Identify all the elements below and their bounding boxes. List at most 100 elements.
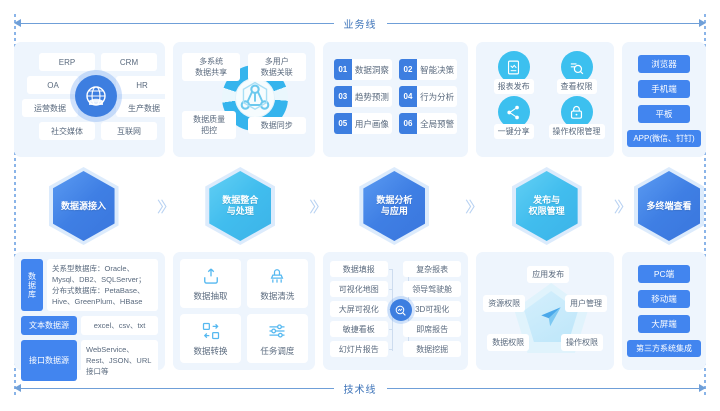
card-data-integration: 多系统 数据共享 多用户 数据关联 数据质量 把控 数据同步 xyxy=(173,42,315,157)
etl-item-label: 数据转换 xyxy=(193,345,228,356)
broom-clean-icon xyxy=(267,266,287,286)
flow-chevron-icon: 〉〉 xyxy=(464,198,484,216)
flow-step-data-integration[interactable]: 数据整合 与处理 xyxy=(205,167,276,245)
publish-item-operation-permission[interactable]: 操作权限管理 xyxy=(546,96,607,139)
flow-step-label: 数据分析 与应用 xyxy=(376,195,412,217)
flow-step-3-slot: 数据分析 与应用 xyxy=(327,167,461,245)
source-chip-hr[interactable]: HR xyxy=(116,76,168,94)
source-chip-oa[interactable]: OA xyxy=(27,76,79,94)
etl-item-extract[interactable]: 数据抽取 xyxy=(180,259,241,308)
etl-item-schedule[interactable]: 任务调度 xyxy=(246,314,308,363)
analysis-item-04[interactable]: 04 行为分析 xyxy=(398,86,458,107)
integration-key-multi-system[interactable]: 多系统 数据共享 xyxy=(182,53,241,81)
flow-step-label: 发布与 权限管理 xyxy=(529,195,565,217)
flow-step-data-analysis[interactable]: 数据分析 与应用 xyxy=(359,167,430,245)
viz-right-complex-report[interactable]: 复杂报表 xyxy=(403,261,462,277)
publish-item-view-permission[interactable]: 查看权限 xyxy=(546,51,607,94)
permission-node-operation[interactable]: 操作权限 xyxy=(561,334,603,351)
view-search-icon xyxy=(560,51,593,83)
label-line-1: 多终端查看 xyxy=(646,200,692,211)
flow-step-publish-permissions[interactable]: 发布与 权限管理 xyxy=(511,167,582,245)
flow-step-label: 数据整合 与处理 xyxy=(222,195,258,217)
flow-step-label: 多终端查看 xyxy=(646,201,691,212)
publish-item-share[interactable]: 一键分享 xyxy=(483,96,544,139)
share-nodes-icon xyxy=(497,96,530,128)
sliders-schedule-icon xyxy=(267,321,287,341)
permission-node-data[interactable]: 数据权限 xyxy=(487,334,530,351)
flow-step-2-slot: 数据整合 与处理 xyxy=(175,167,305,245)
globe-network-icon xyxy=(75,75,117,117)
endpoint-third-party[interactable]: 第三方系统集成 xyxy=(627,340,701,357)
analysis-item-03[interactable]: 03 趋势预测 xyxy=(333,86,392,107)
key-line-2: 数据关联 xyxy=(260,68,293,77)
label-line-2: 与应用 xyxy=(380,206,408,216)
permission-node-resource[interactable]: 资源权限 xyxy=(483,295,526,312)
viz-right-3d[interactable]: 3D可视化 xyxy=(403,301,462,317)
flow-chevron-icon: 〉〉 xyxy=(156,198,176,216)
analysis-item-05[interactable]: 05 用户画像 xyxy=(333,113,392,134)
axis-line xyxy=(21,22,334,24)
integration-key-data-quality[interactable]: 数据质量 把控 xyxy=(182,111,237,139)
publish-item-report[interactable]: 报表发布 xyxy=(483,51,544,94)
analysis-item-06[interactable]: 06 全局预警 xyxy=(398,113,458,134)
source-chip-internet[interactable]: 互联网 xyxy=(101,122,157,140)
viz-left-slide-report[interactable]: 幻灯片报告 xyxy=(329,341,388,357)
arrow-right-icon xyxy=(699,384,706,392)
terminal-tablet[interactable]: 平板 xyxy=(638,105,690,123)
viz-right-data-mining[interactable]: 数据挖掘 xyxy=(403,341,462,357)
flow-step-data-source-access[interactable]: 数据源接入 xyxy=(48,167,119,245)
hex-shape xyxy=(363,171,426,241)
analysis-item-01[interactable]: 01 数据洞察 xyxy=(333,59,392,80)
detail-line-2: Mysql、DB2、SQLServer； xyxy=(52,275,146,284)
integration-key-multi-user[interactable]: 多用户 数据关联 xyxy=(247,53,306,81)
detail-line-2: Rest、JSON、URL xyxy=(86,356,152,365)
label-line-2: 权限管理 xyxy=(528,206,565,216)
label-line-1: 发布与 xyxy=(533,195,561,205)
viz-left-map[interactable]: 可视化地图 xyxy=(329,281,388,297)
endpoint-mobile[interactable]: 移动端 xyxy=(638,290,690,308)
viz-right-exec-cockpit[interactable]: 领导驾驶舱 xyxy=(403,281,462,297)
integration-key-data-sync[interactable]: 数据同步 xyxy=(247,117,306,134)
detail-line-4: Hive、GreenPlum、HBase xyxy=(52,297,143,306)
left-dotted-rail xyxy=(14,14,16,397)
datasource-tag-api[interactable]: 接口数据源 xyxy=(21,340,77,381)
endpoint-large-screen[interactable]: 大屏端 xyxy=(638,315,690,333)
source-chip-crm[interactable]: CRM xyxy=(101,53,157,71)
technology-line-label: 技术线 xyxy=(343,384,377,396)
etl-item-clean[interactable]: 数据清洗 xyxy=(246,259,308,308)
item-number: 01 xyxy=(333,59,352,80)
analysis-item-02[interactable]: 02 智能决策 xyxy=(398,59,458,80)
item-label: 全局预警 xyxy=(420,118,455,129)
source-chip-erp[interactable]: ERP xyxy=(39,53,95,71)
viz-left-large-screen[interactable]: 大屏可视化 xyxy=(329,301,388,317)
lock-icon xyxy=(560,96,593,128)
source-chip-social[interactable]: 社交媒体 xyxy=(39,122,95,140)
datasource-tag-text[interactable]: 文本数据源 xyxy=(21,316,77,335)
card-data-sources: ERP CRM OA HR 运营数据 生产数据 社交媒体 互联网 xyxy=(14,42,172,157)
label-line-1: 数据分析 xyxy=(376,195,413,205)
endpoint-pc[interactable]: PC端 xyxy=(638,265,690,283)
technology-cards-row: 数据库 关系型数据库：Oracle、 Mysql、DB2、SQLServer； … xyxy=(14,252,706,381)
datasource-tag-database[interactable]: 数据库 xyxy=(21,259,43,311)
card-datasource-types: 数据库 关系型数据库：Oracle、 Mysql、DB2、SQLServer； … xyxy=(14,252,166,381)
detail-line-3: 接口等 xyxy=(86,367,109,376)
flow-step-5-slot: 多终端查看 xyxy=(632,167,706,245)
item-label: 智能决策 xyxy=(420,64,455,75)
flow-step-multi-terminal-view[interactable]: 多终端查看 xyxy=(634,167,704,245)
arrow-left-icon xyxy=(14,384,21,392)
viz-right-adhoc-report[interactable]: 即席报告 xyxy=(403,321,462,337)
key-line-1: 多系统 xyxy=(199,57,224,66)
terminal-browser[interactable]: 浏览器 xyxy=(638,55,690,73)
terminal-app[interactable]: APP(微信、钉钉) xyxy=(627,130,701,147)
source-chip-operations[interactable]: 运营数据 xyxy=(22,99,78,117)
etl-item-transform[interactable]: 数据转换 xyxy=(180,314,241,363)
viz-left-agile-dashboard[interactable]: 敏捷看板 xyxy=(329,321,388,337)
datasource-row-database: 数据库 关系型数据库：Oracle、 Mysql、DB2、SQLServer； … xyxy=(21,259,159,311)
permission-node-user-mgmt[interactable]: 用户管理 xyxy=(565,295,607,312)
source-chip-production[interactable]: 生产数据 xyxy=(116,99,172,117)
terminal-mobile[interactable]: 手机端 xyxy=(638,80,690,98)
hex-shape xyxy=(52,171,115,241)
viz-left-data-entry[interactable]: 数据填报 xyxy=(329,261,388,277)
permission-node-app-publish[interactable]: 应用发布 xyxy=(527,266,570,283)
